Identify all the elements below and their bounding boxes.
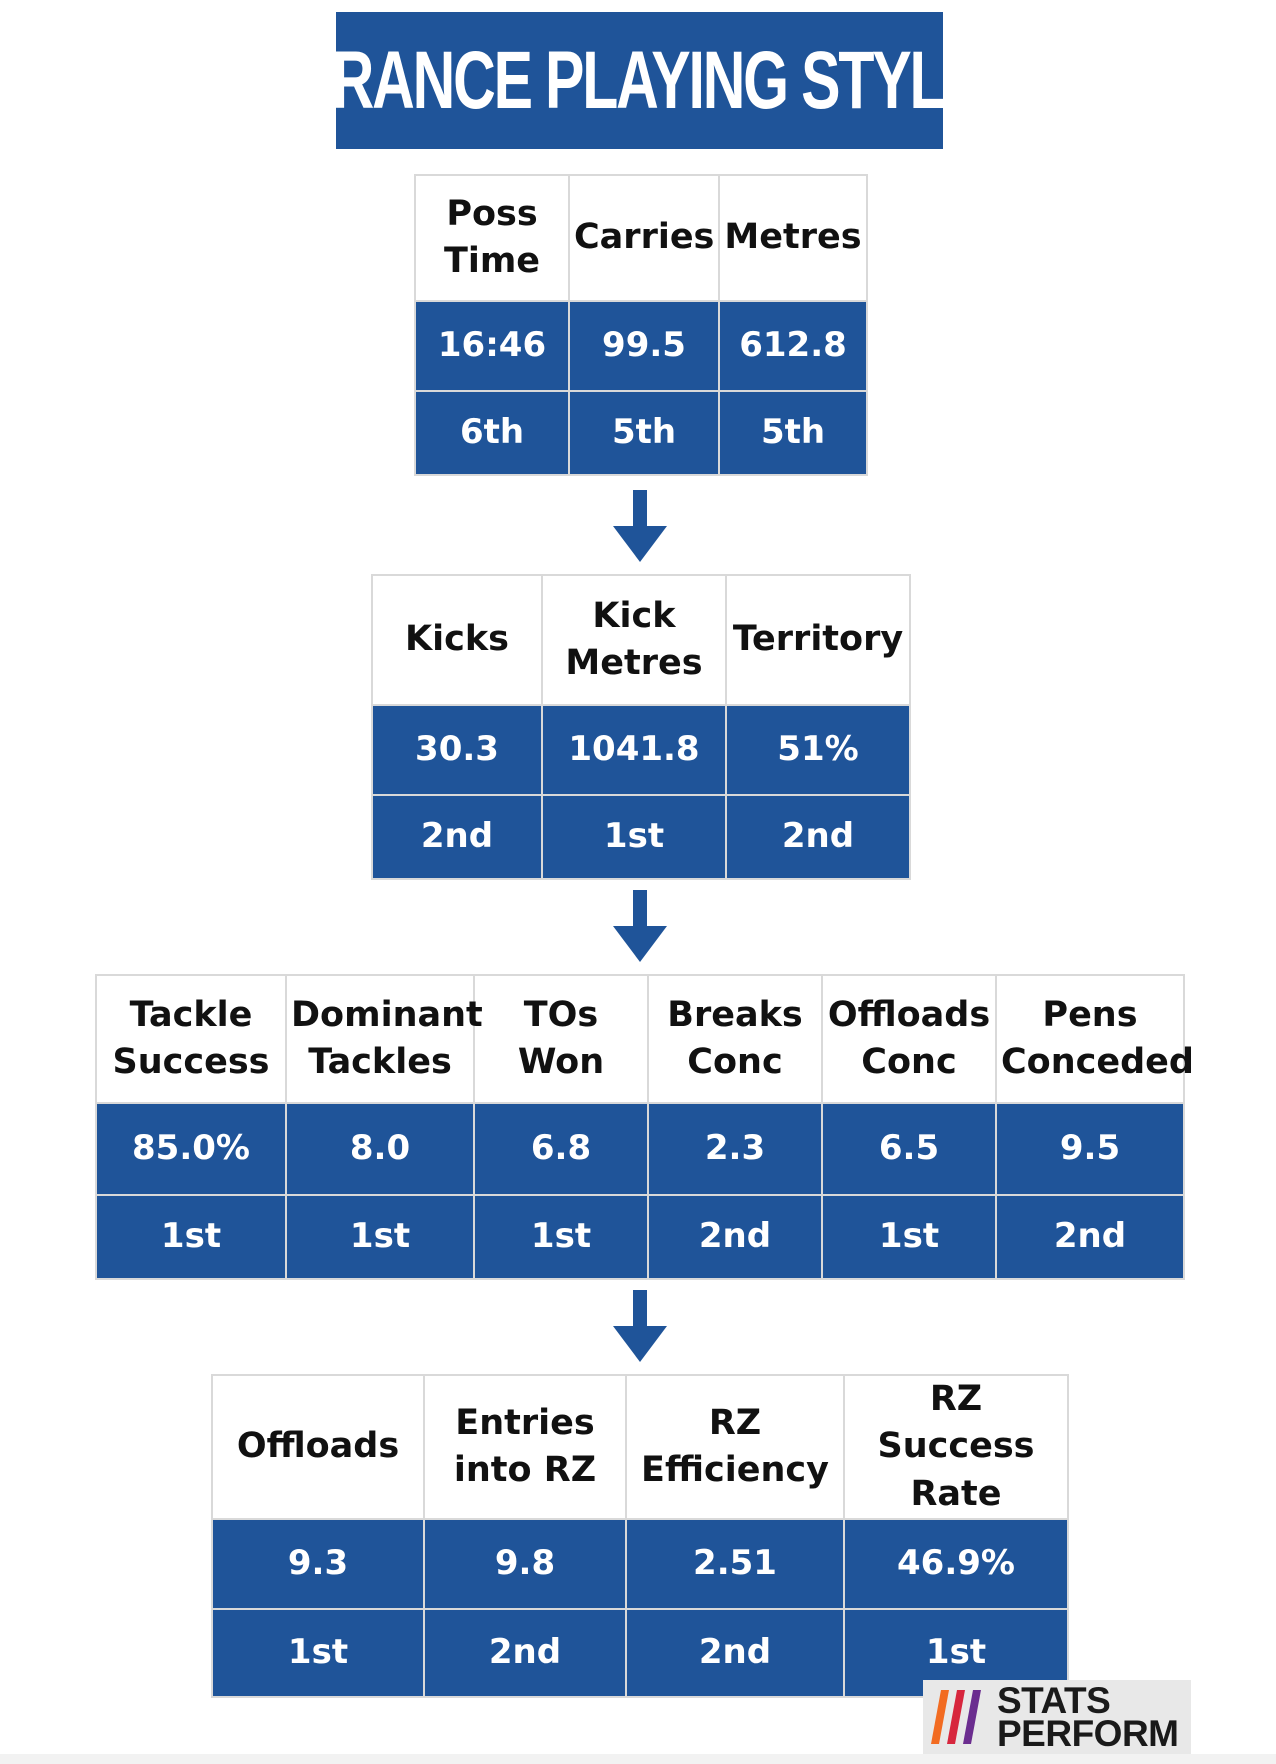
header-cell: RZ Success Rate — [843, 1374, 1069, 1520]
value-cell: 8.0 — [285, 1102, 475, 1196]
value-cell: 612.8 — [718, 300, 868, 392]
header-cell: Dominant Tackles — [285, 974, 483, 1104]
value-cell: 9.8 — [423, 1517, 627, 1610]
rank-cell: 5th — [568, 390, 720, 476]
header-cell: TOs Won — [473, 974, 649, 1104]
page-title: FRANCE PLAYING STYLE — [298, 12, 983, 149]
rank-cell: 2nd — [371, 794, 543, 880]
logo-line-2: PERFORM — [997, 1713, 1179, 1754]
rank-cell: 5th — [718, 390, 868, 476]
value-cell: 30.3 — [371, 704, 543, 796]
rank-cell: 1st — [211, 1607, 425, 1698]
rank-cell: 1st — [473, 1194, 649, 1280]
rank-cell: 2nd — [995, 1194, 1185, 1280]
rank-cell: 2nd — [647, 1194, 823, 1280]
stats-table-kicking: Kicks Kick Metres Territory 30.3 1041.8 … — [371, 574, 911, 880]
header-cell: Offloads — [211, 1374, 425, 1520]
value-cell: 2.51 — [625, 1517, 845, 1610]
arrow-down-icon — [613, 490, 667, 562]
value-cell: 9.5 — [995, 1102, 1185, 1196]
header-cell: Kick Metres — [541, 574, 727, 706]
logo-line-1: STATS — [997, 1680, 1111, 1721]
value-cell: 9.3 — [211, 1517, 425, 1610]
header-cell: Metres — [718, 174, 868, 302]
value-cell: 6.5 — [821, 1102, 997, 1196]
rank-cell: 1st — [95, 1194, 287, 1280]
header-cell: Territory — [725, 574, 911, 706]
stats-table-defence: Tackle Success Dominant Tackles TOs Won … — [95, 974, 1194, 1280]
rank-cell: 2nd — [625, 1607, 845, 1698]
rank-cell: 2nd — [725, 794, 911, 880]
value-cell: 51% — [725, 704, 911, 796]
rank-cell: 1st — [285, 1194, 475, 1280]
stats-perform-logo-icon — [931, 1690, 981, 1744]
header-cell: Tackle Success — [95, 974, 287, 1104]
stats-perform-logo: STATS PERFORM — [923, 1680, 1191, 1754]
header-cell: Breaks Conc — [647, 974, 823, 1104]
rank-cell: 1st — [821, 1194, 997, 1280]
header-cell: Offloads Conc — [821, 974, 997, 1104]
header-cell: RZ Efficiency — [625, 1374, 845, 1520]
rank-cell: 2nd — [423, 1607, 627, 1698]
rank-cell: 6th — [414, 390, 570, 476]
header-cell: Pens Conceded — [995, 974, 1194, 1104]
header-cell: Carries — [568, 174, 720, 302]
header-cell: Poss Time — [414, 174, 570, 302]
value-cell: 99.5 — [568, 300, 720, 392]
value-cell: 46.9% — [843, 1517, 1069, 1610]
header-cell: Kicks — [371, 574, 543, 706]
arrow-down-icon — [613, 1290, 667, 1362]
logo-wordmark: STATS PERFORM — [997, 1680, 1179, 1754]
value-cell: 16:46 — [414, 300, 570, 392]
stats-table-possession: Poss Time Carries Metres 16:46 99.5 612.… — [414, 174, 868, 476]
header-cell: Entries into RZ — [423, 1374, 627, 1520]
stats-table-attack: Offloads Entries into RZ RZ Efficiency R… — [211, 1374, 1069, 1698]
page-title-text: FRANCE PLAYING STYLE — [298, 34, 983, 126]
arrow-down-icon — [613, 890, 667, 962]
rank-cell: 1st — [541, 794, 727, 880]
value-cell: 2.3 — [647, 1102, 823, 1196]
footer-strip — [0, 1754, 1276, 1764]
value-cell: 6.8 — [473, 1102, 649, 1196]
value-cell: 1041.8 — [541, 704, 727, 796]
value-cell: 85.0% — [95, 1102, 287, 1196]
